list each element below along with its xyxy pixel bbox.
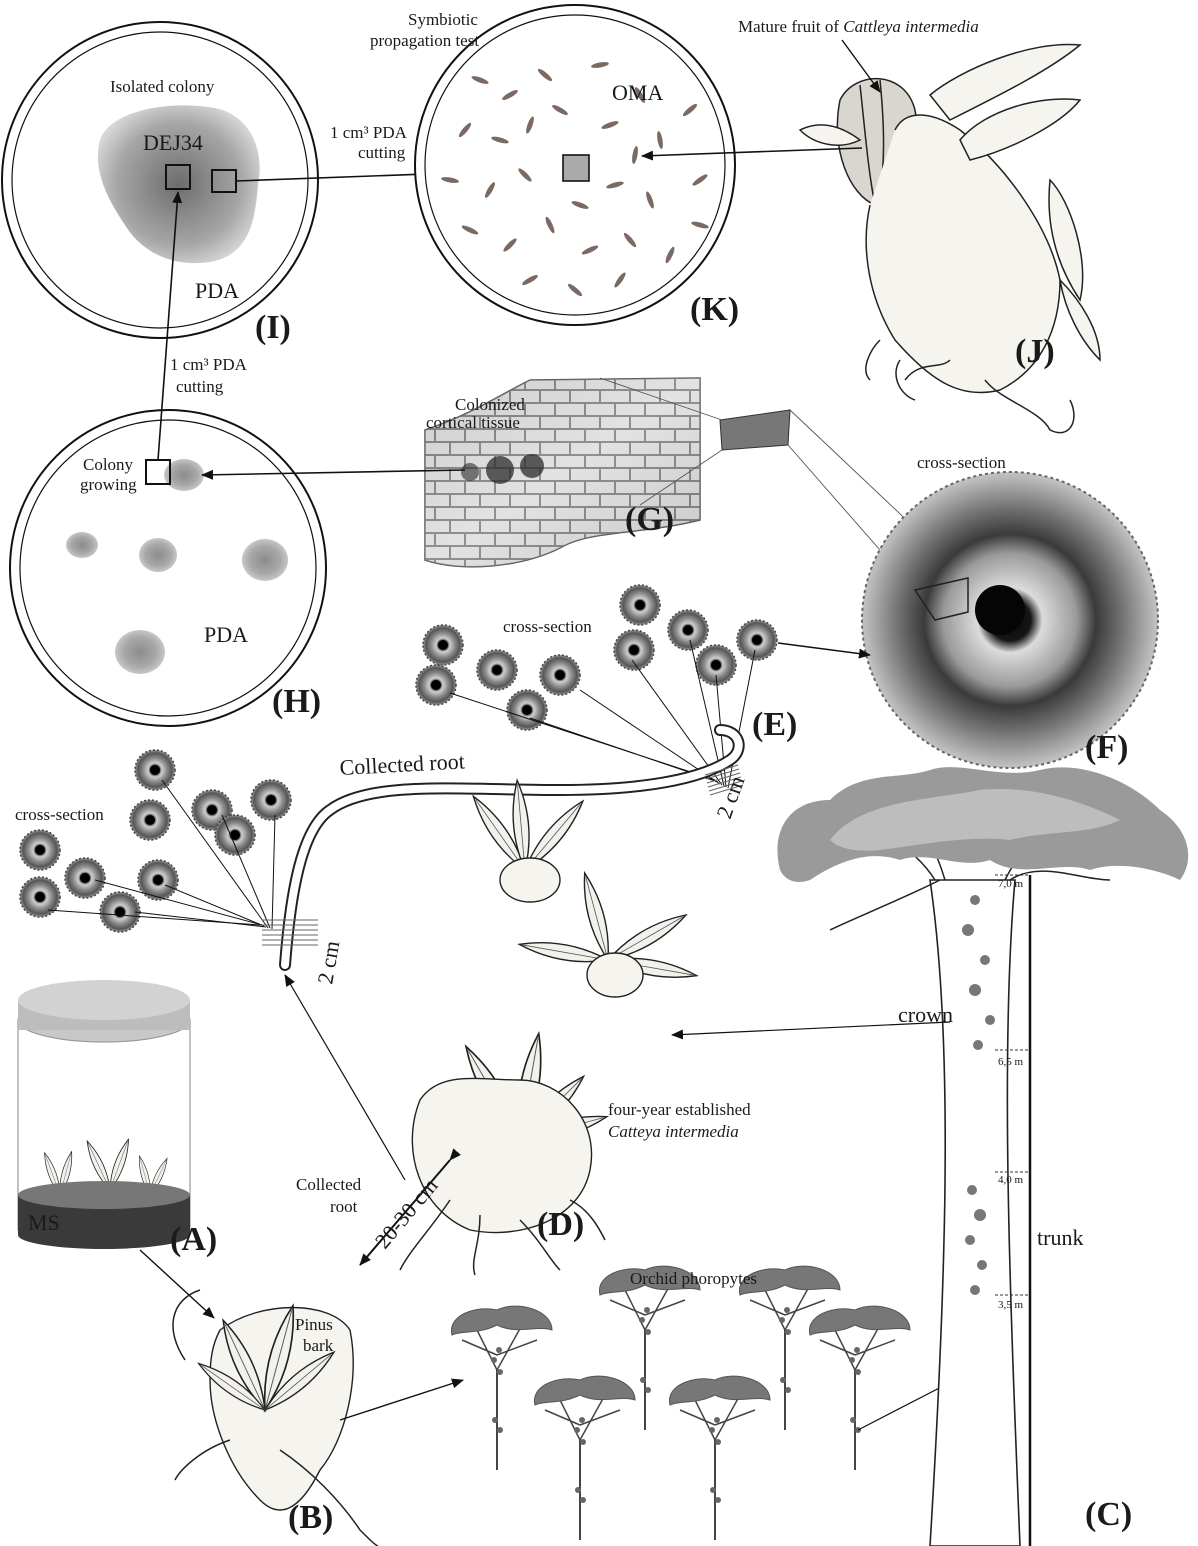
arrow-e-to-f: [778, 643, 870, 655]
cutting-label-mid-line1: 1 cm³ PDA: [170, 355, 248, 374]
plate-k-medium: OMA: [612, 80, 663, 105]
panel-label-i: (I): [255, 309, 291, 346]
plate-h: Colony growing PDA (H): [10, 410, 326, 726]
cross-sections-e: [416, 585, 777, 730]
jar-medium-label: MS: [28, 1210, 60, 1235]
panel-label-j: (J): [1015, 333, 1055, 370]
tissue-snippet: [720, 410, 790, 450]
cross-section-label-left: cross-section: [15, 805, 104, 824]
strain-label: DEJ34: [143, 130, 203, 155]
orchid-plant-d: [400, 780, 698, 1275]
panel-label-d: (D): [537, 1206, 584, 1243]
panel-label-e: (E): [752, 706, 797, 743]
plate-i-title: Isolated colony: [110, 77, 215, 96]
plate-i-medium: PDA: [195, 278, 239, 303]
root-cross-section-large: [862, 472, 1158, 768]
collected-root-d-line2: root: [330, 1197, 358, 1216]
plate-k-title-line1: Symbiotic: [408, 10, 478, 29]
phorophytes-label: Orchid phoropytes: [630, 1269, 757, 1288]
panel-label-g: (G): [625, 501, 674, 538]
panel-label-k: (K): [690, 291, 739, 328]
colony-label-line2: growing: [80, 475, 137, 494]
colony-label-line1: Colony: [83, 455, 134, 474]
cutting-label-top-line2: cutting: [358, 143, 406, 162]
length-label-left: 2 cm: [312, 939, 344, 986]
panel-label-f: (F): [1085, 729, 1128, 766]
plate-k-title-line2: propagation test: [370, 31, 479, 50]
tissue-label-line2: cortical tissue: [426, 413, 520, 432]
tissue-label-line1: Colonized: [455, 395, 525, 414]
panel-label-a: (A): [170, 1221, 217, 1258]
panel-label-b: (B): [288, 1499, 333, 1536]
cross-sections-left: [20, 750, 291, 932]
height-7-0: 7,0 m: [998, 878, 1024, 890]
pinus-line2: bark: [303, 1336, 334, 1355]
cross-section-label-e: cross-section: [503, 617, 592, 636]
plant-d-line1: four-year established: [608, 1100, 751, 1119]
trunk-label: trunk: [1037, 1225, 1083, 1250]
fruit-label-prefix: Mature fruit of Cattleya intermedia: [738, 17, 979, 36]
arrow-d-to-root: [285, 975, 405, 1180]
cross-section-label-f: cross-section: [917, 453, 1006, 472]
distance-label: 20-30 cm: [370, 1173, 443, 1253]
oma-inoculum-square: [563, 155, 589, 181]
cutting-label-mid-line2: cutting: [176, 377, 224, 396]
plate-h-medium: PDA: [204, 622, 248, 647]
collected-root-d-line1: Collected: [296, 1175, 362, 1194]
collected-root-label: Collected root: [339, 748, 465, 780]
cutting-label-top-line1: 1 cm³ PDA: [330, 123, 408, 142]
arrow-crown-to-d: [672, 1022, 950, 1035]
fruit-illustration: [800, 44, 1100, 432]
pinus-line1: Pinus: [295, 1315, 333, 1334]
orchid-phorophytes: [451, 1266, 910, 1540]
culture-jar: MS: [18, 980, 190, 1249]
height-4-0: 4,0 m: [998, 1174, 1024, 1186]
height-6-5: 6,5 m: [998, 1056, 1024, 1068]
phorophyte-tree: [777, 767, 1188, 1546]
plate-i: Isolated colony DEJ34 PDA (I): [2, 22, 318, 346]
panel-label-h: (H): [272, 683, 321, 720]
height-3-5: 3,5 m: [998, 1299, 1024, 1311]
panel-label-c: (C): [1085, 1496, 1132, 1533]
arrow-b-to-phorophytes: [340, 1380, 463, 1420]
plate-k: OMA (K): [415, 5, 739, 328]
plant-d-species: Catteya intermedia: [608, 1122, 739, 1141]
